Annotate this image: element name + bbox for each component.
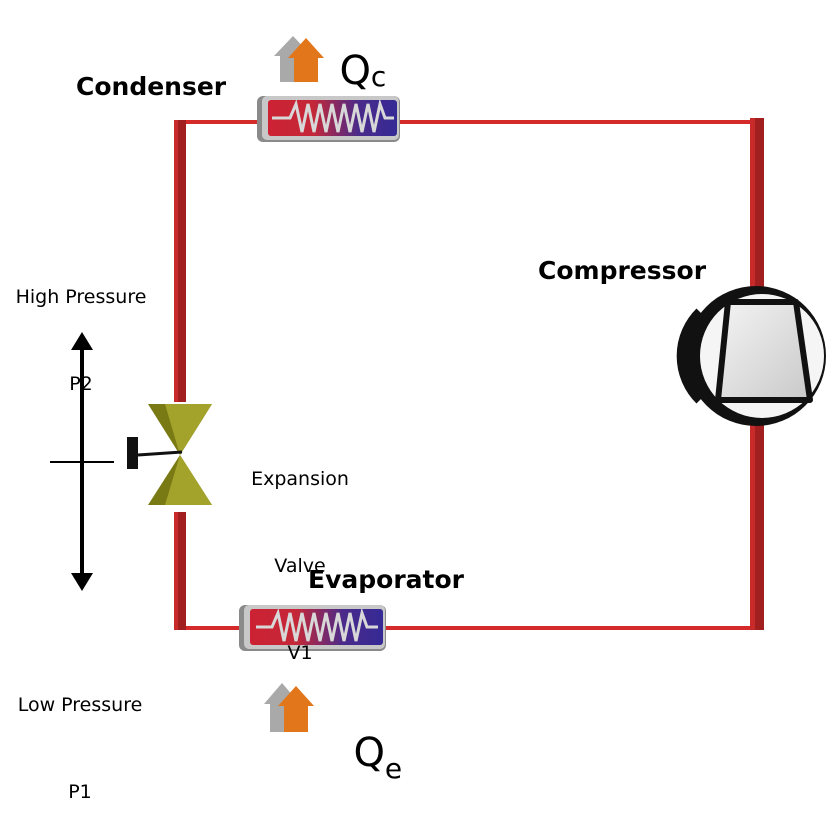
heat-rejected-subscript: c bbox=[370, 60, 387, 93]
low-pressure-label: Low Pressure P1 bbox=[0, 633, 160, 836]
expansion-valve-label-line2: Valve bbox=[274, 555, 326, 577]
evaporator-coil bbox=[239, 605, 386, 651]
expansion-valve-label: Expansion Valve V1 bbox=[232, 407, 368, 697]
evaporator-label: Evaporator bbox=[308, 565, 464, 594]
pipe-right-lower-highlight bbox=[750, 415, 755, 630]
heat-absorbed-subscript: e bbox=[384, 752, 403, 785]
pressure-axis bbox=[50, 332, 114, 591]
heat-absorbed-label: Qe bbox=[328, 684, 402, 785]
low-pressure-symbol: P1 bbox=[68, 781, 92, 803]
pipe-left-lower-highlight bbox=[174, 512, 178, 630]
heat-in-arrow-icon bbox=[264, 683, 314, 732]
heat-out-arrow-icon bbox=[274, 36, 324, 82]
condenser-label: Condenser bbox=[76, 72, 227, 101]
compressor-symbol bbox=[676, 286, 826, 426]
heat-absorbed-symbol: Q bbox=[353, 730, 385, 776]
high-pressure-symbol: P2 bbox=[69, 373, 93, 395]
pipe-left-upper-highlight bbox=[174, 120, 178, 402]
low-pressure-text: Low Pressure bbox=[17, 694, 143, 716]
heat-rejected-label: Qc bbox=[314, 2, 386, 94]
expansion-valve-symbol bbox=[127, 404, 212, 505]
expansion-valve-label-line1: Expansion bbox=[251, 468, 349, 490]
expansion-valve-label-line3: V1 bbox=[287, 642, 313, 664]
condenser-coil bbox=[257, 96, 400, 142]
pipe-right-upper-highlight bbox=[750, 118, 755, 298]
high-pressure-label: High Pressure P2 bbox=[0, 225, 162, 428]
compressor-label: Compressor bbox=[538, 256, 707, 285]
heat-rejected-symbol: Q bbox=[339, 48, 371, 94]
refrigeration-cycle-diagram bbox=[50, 36, 826, 732]
high-pressure-text: High Pressure bbox=[15, 286, 147, 308]
